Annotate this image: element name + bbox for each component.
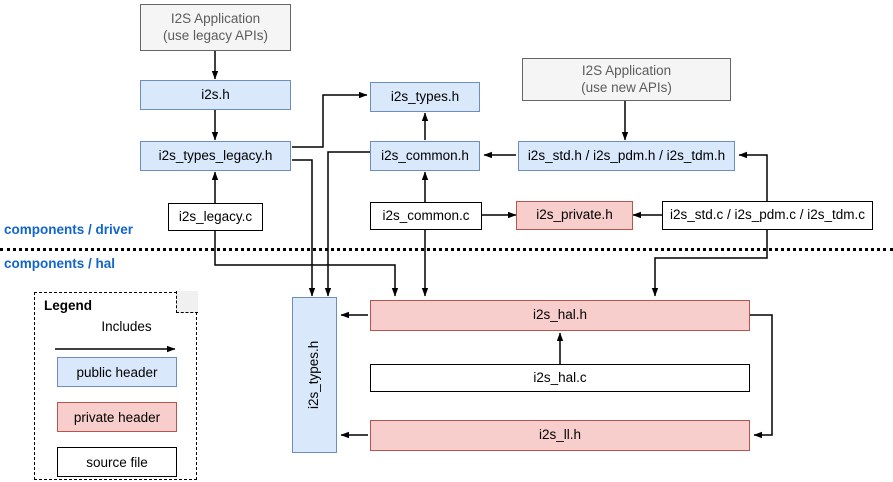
section-label-driver: components / driver (4, 222, 134, 237)
node-i2s-common-c[interactable]: i2s_common.c (370, 202, 482, 230)
edge-legacyc-halh (214, 230, 399, 297)
section-divider (0, 248, 893, 251)
node-i2s-hal-h[interactable]: i2s_hal.h (370, 300, 750, 331)
legend-includes-arrow (55, 342, 183, 354)
section-label-hal: components / hal (4, 256, 116, 271)
node-i2s-types-h-top[interactable]: i2s_types.h (370, 82, 480, 112)
edge-typeslegacy-verttypes (292, 159, 316, 297)
node-i2s-types-h-hal[interactable]: i2s_types.h (292, 297, 337, 453)
legend-includes-label: Includes (101, 319, 152, 334)
edge-typeslegacy-types (292, 91, 368, 148)
edge-halh-llh (750, 314, 773, 439)
legend-title: Legend (44, 298, 93, 313)
node-i2s-private-h[interactable]: i2s_private.h (516, 201, 633, 230)
edge-stdc-halh (651, 230, 768, 297)
legend-swatch-private-header: private header (57, 402, 177, 432)
node-i2s-types-legacy-h[interactable]: i2s_types_legacy.h (140, 141, 291, 171)
edge-commonh-verttypes (324, 151, 370, 297)
edge-stdc-stdh (738, 151, 768, 201)
legend-swatch-source-file: source file (57, 447, 177, 477)
node-i2s-common-h[interactable]: i2s_common.h (370, 141, 480, 171)
node-i2s-std-pdm-tdm-h[interactable]: i2s_std.h / i2s_pdm.h / i2s_tdm.h (518, 141, 735, 171)
node-i2s-h[interactable]: i2s.h (140, 80, 291, 110)
legend: Legend Includes public header private he… (34, 291, 198, 480)
legend-fold-corner (176, 291, 198, 313)
node-i2s-legacy-c[interactable]: i2s_legacy.c (168, 203, 263, 231)
node-i2s-hal-c[interactable]: i2s_hal.c (370, 364, 750, 392)
node-i2s-application-new[interactable]: I2S Application (use new APIs) (522, 58, 731, 101)
legend-swatch-public-header: public header (57, 357, 177, 387)
node-i2s-ll-h[interactable]: i2s_ll.h (370, 420, 750, 451)
node-i2s-std-pdm-tdm-c[interactable]: i2s_std.c / i2s_pdm.c / i2s_tdm.c (662, 201, 873, 230)
node-i2s-application-legacy[interactable]: I2S Application (use legacy APIs) (140, 4, 291, 51)
